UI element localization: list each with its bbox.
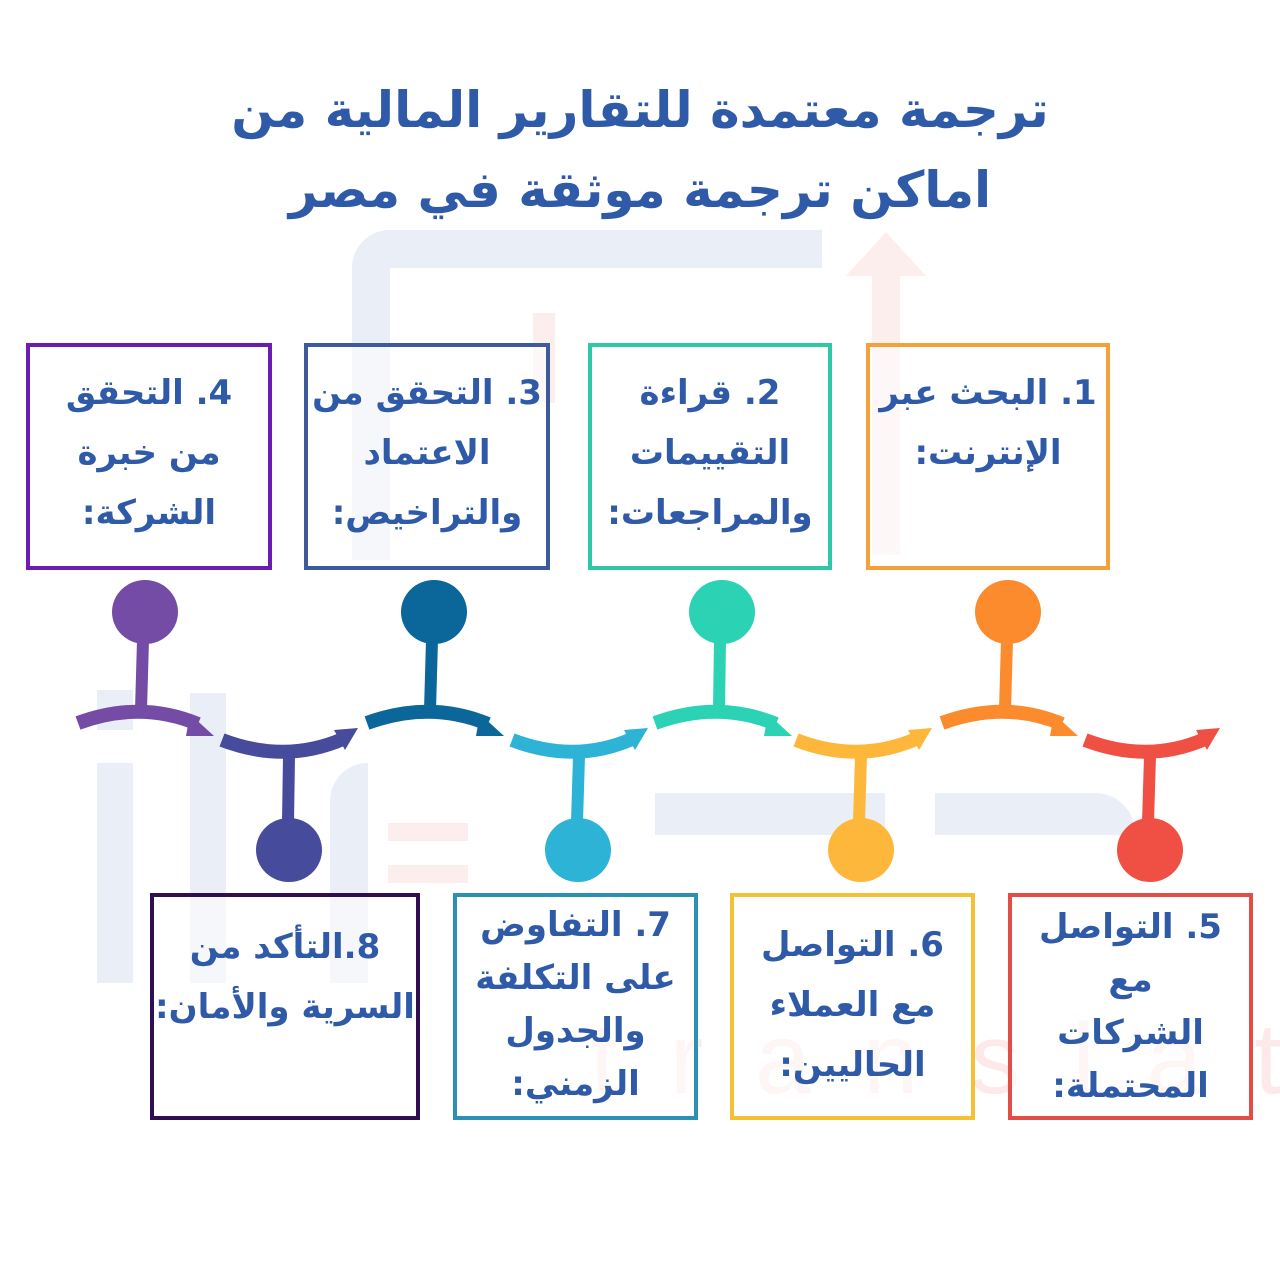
node-circle-6 bbox=[828, 818, 894, 882]
arrowhead-icon bbox=[1196, 728, 1220, 750]
step-box-5: 5. التواصل مع الشركات المحتملة: bbox=[1008, 893, 1253, 1120]
step-6-line-3: الحاليين: bbox=[779, 1045, 926, 1085]
arrowhead-icon bbox=[334, 728, 358, 750]
step-box-4: 4. التحقق من خبرة الشركة: bbox=[26, 343, 272, 570]
watermark-arrow-head bbox=[846, 232, 926, 276]
step-7-line-4: الزمني: bbox=[511, 1064, 640, 1104]
step-6-line-2: مع العملاء bbox=[769, 985, 936, 1025]
arrowhead-icon bbox=[908, 728, 932, 750]
step-box-6: 6. التواصل مع العملاء الحاليين: bbox=[730, 893, 975, 1120]
step-8-line-2: السرية والأمان: bbox=[155, 987, 415, 1027]
watermark-letter-n bbox=[935, 793, 1135, 835]
step-box-1: 1. البحث عبر الإنترنت: bbox=[866, 343, 1110, 570]
step-8-line-1: 8.التأكد من bbox=[189, 927, 381, 967]
watermark-letter-i bbox=[97, 763, 133, 983]
step-5-line-3: الشركات bbox=[1057, 1013, 1204, 1053]
arrowhead-icon bbox=[1050, 714, 1078, 736]
step-4-line-1: 4. التحقق bbox=[65, 373, 233, 413]
node-circle-3 bbox=[401, 580, 467, 644]
step-box-7: 7. التفاوض على التكلفة والجدول الزمني: bbox=[453, 893, 698, 1120]
arrowhead-icon bbox=[476, 714, 504, 736]
step-box-8: 8.التأكد من السرية والأمان: bbox=[150, 893, 420, 1120]
title-line-2: اماكن ترجمة موثقة في مصر bbox=[288, 161, 992, 219]
step-2-line-3: والمراجعات: bbox=[607, 493, 813, 533]
step-7-line-1: 7. التفاوض bbox=[480, 905, 671, 945]
arrowhead-icon bbox=[764, 714, 792, 736]
arrowhead-icon bbox=[186, 714, 214, 736]
node-circle-2 bbox=[689, 580, 755, 644]
watermark-logo-top-bar bbox=[352, 230, 822, 268]
step-7-line-2: على التكلفة bbox=[475, 958, 676, 998]
node-circle-7 bbox=[545, 818, 611, 882]
page-title: ترجمة معتمدة للتقارير المالية من اماكن ت… bbox=[0, 70, 1280, 230]
step-5-line-2: مع bbox=[1108, 960, 1153, 1000]
node-circle-1 bbox=[975, 580, 1041, 644]
step-2-line-1: 2. قراءة bbox=[639, 373, 781, 413]
step-3-line-3: والتراخيص: bbox=[331, 493, 523, 533]
step-4-line-2: من خبرة bbox=[77, 433, 221, 473]
step-1-line-1: 1. البحث عبر bbox=[879, 373, 1097, 413]
arrowhead-icon bbox=[624, 728, 648, 750]
step-1-line-2: الإنترنت: bbox=[914, 433, 1062, 473]
step-6-line-1: 6. التواصل bbox=[761, 925, 944, 965]
node-circle-8 bbox=[256, 818, 322, 882]
node-circle-4 bbox=[112, 580, 178, 644]
step-7-line-3: والجدول bbox=[505, 1011, 646, 1051]
step-5-line-1: 5. التواصل bbox=[1039, 907, 1222, 947]
step-2-line-2: التقييمات bbox=[629, 433, 791, 473]
step-5-line-4: المحتملة: bbox=[1052, 1066, 1209, 1106]
step-3-line-2: الاعتماد bbox=[363, 433, 491, 473]
title-line-1: ترجمة معتمدة للتقارير المالية من bbox=[231, 81, 1049, 139]
watermark-e-bar-2 bbox=[388, 865, 468, 883]
step-box-2: 2. قراءة التقييمات والمراجعات: bbox=[588, 343, 832, 570]
node-circle-5 bbox=[1117, 818, 1183, 882]
step-4-line-3: الشركة: bbox=[81, 493, 217, 533]
watermark-e-bar-1 bbox=[388, 823, 468, 841]
step-3-line-1: 3. التحقق من bbox=[312, 373, 542, 413]
step-box-3: 3. التحقق من الاعتماد والتراخيص: bbox=[304, 343, 550, 570]
